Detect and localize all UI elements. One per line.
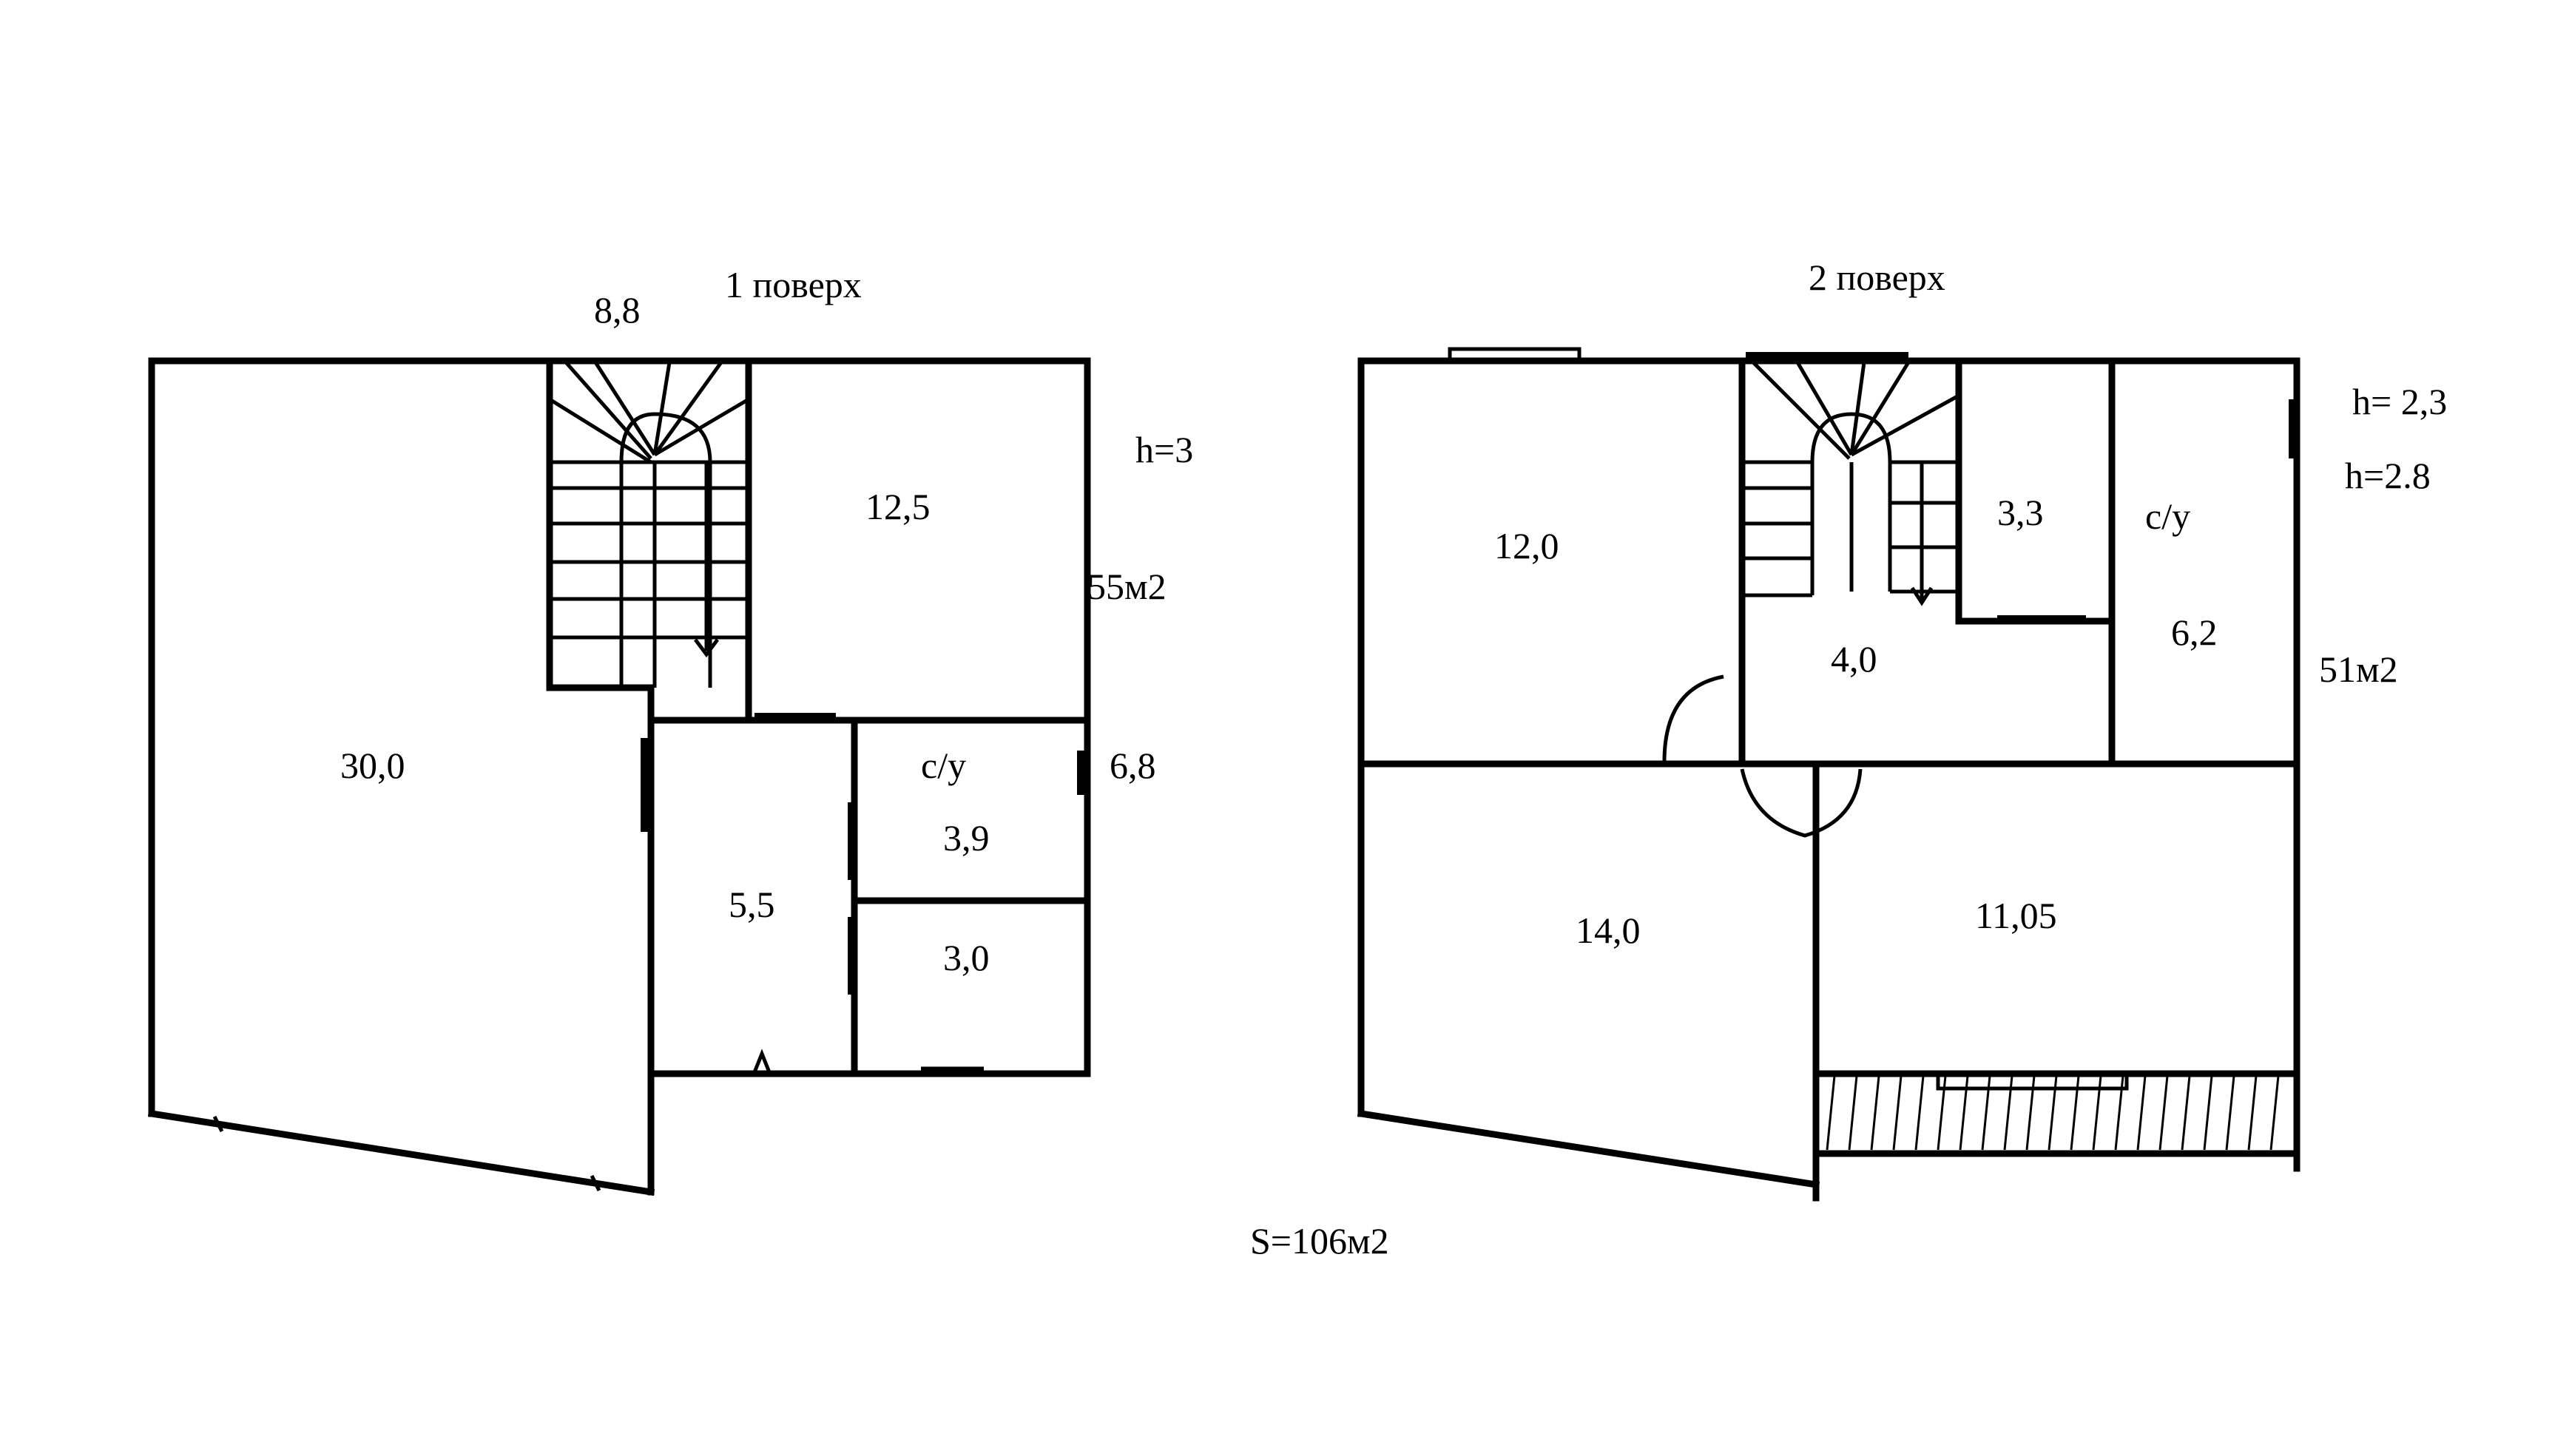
floor-1-plan: 1 поверх 8,8 h=3 55м2 12,5 30,0 с/у 6,8 … bbox=[147, 264, 1193, 1196]
f1-wall-bottom-slant bbox=[147, 1109, 655, 1196]
f2-left-top-area: 12,0 bbox=[1494, 525, 1559, 566]
f2-right-bottom-area: 11,05 bbox=[1975, 895, 2057, 936]
f1-wc-label: с/у bbox=[921, 745, 966, 786]
f2-height-b: h=2.8 bbox=[2345, 455, 2431, 496]
f2-wc-label: с/у bbox=[2145, 495, 2190, 537]
f1-entrance-arrow-icon bbox=[752, 1049, 772, 1073]
f1-stair-area: 8,8 bbox=[594, 289, 641, 331]
f2-hall-area: 4,0 bbox=[1831, 638, 1877, 680]
f1-wc-area: 3,9 bbox=[943, 817, 990, 859]
f1-corridor-area: 5,5 bbox=[729, 884, 775, 925]
f1-room-right-area: 12,5 bbox=[865, 486, 931, 527]
f2-height-a: h= 2,3 bbox=[2352, 381, 2447, 422]
f1-total-area: 55м2 bbox=[1087, 566, 1167, 607]
f2-left-bottom-area: 14,0 bbox=[1576, 910, 1641, 951]
f2-window-top bbox=[1448, 347, 1582, 363]
total-area: S=106м2 bbox=[1250, 1220, 1389, 1262]
f2-door-swing-center bbox=[1740, 768, 1863, 838]
f2-door-swing-left bbox=[1662, 674, 1724, 762]
f2-wc-area: 6,2 bbox=[2171, 612, 2218, 653]
f2-title: 2 поверх bbox=[1809, 257, 1945, 298]
f1-main-room-area: 30,0 bbox=[340, 745, 405, 786]
floor-2-plan: 2 поверх h= 2,3 h=2.8 51м2 12,0 3,3 с/у … bbox=[1357, 257, 2447, 1202]
f1-title: 1 поверх bbox=[725, 264, 862, 305]
f1-height: h=3 bbox=[1135, 429, 1193, 470]
f2-stair-arrow-icon bbox=[1910, 586, 1934, 606]
f2-balcony-hatch bbox=[1826, 1075, 2280, 1151]
f1-side-area: 6,8 bbox=[1110, 745, 1156, 786]
f1-stair-arrow-icon bbox=[694, 638, 719, 658]
f2-window-bottom bbox=[1438, 1123, 1702, 1169]
f2-closet-area: 3,3 bbox=[1997, 492, 2044, 533]
f2-total-area: 51м2 bbox=[2319, 649, 2398, 690]
f1-staircase bbox=[548, 361, 750, 688]
f1-small-room-area: 3,0 bbox=[943, 937, 990, 978]
f2-staircase bbox=[1742, 361, 1960, 606]
